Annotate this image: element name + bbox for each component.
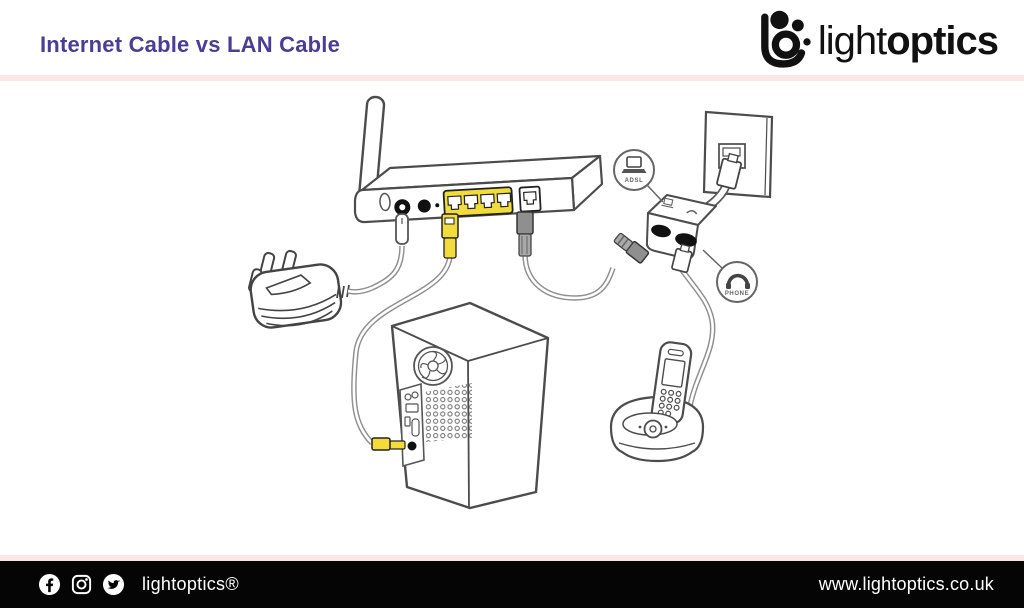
logo-text: lightoptics [817, 18, 999, 63]
diagram-area: ADSL PHONE [0, 81, 1024, 555]
lan-cable [351, 255, 453, 451]
desktop-tower [390, 301, 550, 510]
power-adapter-uk-plug [248, 249, 350, 329]
adsl-cable-connector [613, 232, 650, 264]
router-reset-dot [435, 203, 440, 208]
wall-phone-socket [702, 110, 774, 199]
footer: lightoptics® www.lightoptics.co.uk [0, 561, 1024, 608]
power-cable [347, 245, 405, 295]
pc-io-panel [399, 382, 425, 468]
lightoptics-logo: lightoptics [754, 2, 999, 74]
page-title: Internet Cable vs LAN Cable [40, 31, 341, 57]
pc-vent-holes [424, 383, 472, 442]
phone-cable-connector [671, 243, 693, 274]
cordless-phone [609, 341, 705, 463]
splitter-computer-icon [661, 197, 674, 209]
internet-cable [522, 253, 616, 301]
router-power-button [417, 199, 431, 213]
header: Internet Cable vs LAN Cable lightoptics [0, 0, 1024, 75]
adsl-label: ADSL [625, 178, 644, 184]
footer-website: www.lightoptics.co.uk [818, 574, 994, 594]
adsl-microfilter-splitter [613, 194, 717, 274]
lightoptics-logo-icon [760, 10, 811, 68]
power-barrel-connector [395, 213, 409, 245]
twitter-icon [102, 573, 125, 596]
network-diagram: ADSL PHONE [248, 95, 774, 510]
pc-fan-grille [413, 346, 453, 386]
instagram-icon [71, 574, 92, 595]
logo-word-light: light [817, 18, 887, 63]
facebook-icon [38, 573, 61, 596]
phone-handset [650, 341, 693, 425]
lan-connector-router [441, 213, 459, 259]
phone-badge: PHONE [702, 249, 758, 303]
lan-connector-pc [371, 437, 406, 451]
internet-connector-router [516, 211, 534, 257]
footer-social: lightoptics® [38, 573, 239, 596]
footer-brand: lightoptics® [142, 574, 239, 594]
phone-handset-icon [726, 273, 750, 289]
pc-lan-port [407, 441, 417, 451]
laptop-icon [621, 156, 647, 173]
wall-rj11-plug [716, 152, 743, 190]
footer-divider [0, 555, 1024, 561]
phone-cable [679, 268, 716, 413]
logo-word-optics: optics [886, 18, 999, 63]
adsl-badge: ADSL [613, 149, 664, 203]
splitter-phone-icon [686, 209, 698, 215]
phone-label: PHONE [725, 291, 749, 297]
header-divider [0, 75, 1024, 81]
wifi-router [353, 95, 604, 259]
